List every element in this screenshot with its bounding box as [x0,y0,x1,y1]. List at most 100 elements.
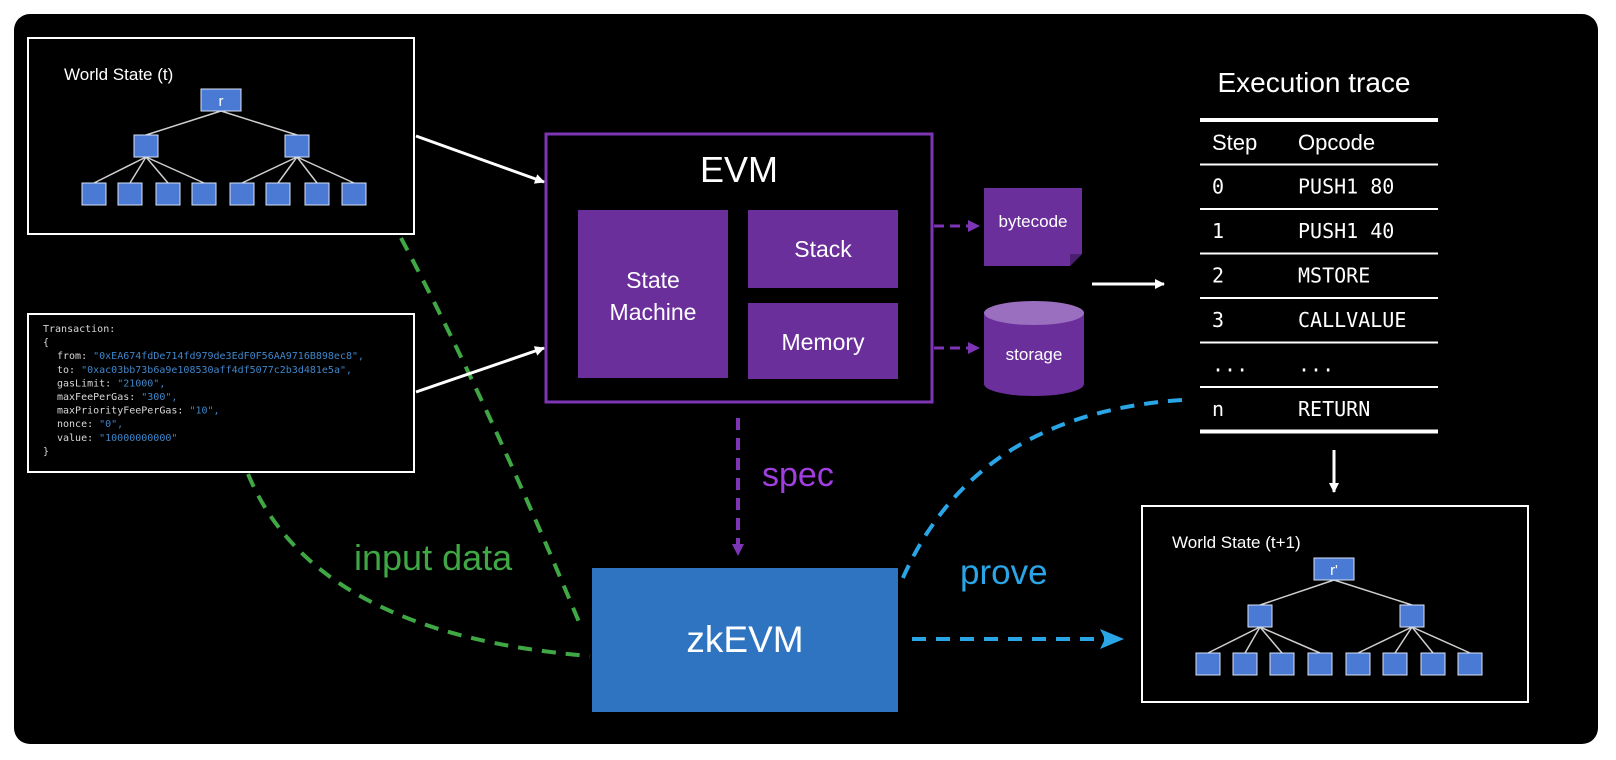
stack-box: Stack [748,210,898,288]
transaction-field-key: to: [57,365,75,376]
trace-opcode-cell: RETURN [1298,397,1370,421]
stack-label: Stack [794,236,852,262]
transaction-field-key: maxFeePerGas: [57,392,135,403]
world-state-t-tree-edge [277,156,298,184]
world-state-t-leaf-node [191,182,217,206]
trace-step-cell: ... [1212,353,1248,377]
spec-label: spec [762,456,834,494]
trace-step-cell: 2 [1212,264,1224,288]
transaction-field-key: nonce: [57,419,93,430]
world-state-t1-tree-edge [1207,626,1261,654]
transaction-to-evm-arrow [415,346,545,394]
trace-opcode-cell: CALLVALUE [1298,308,1406,332]
evm-block: EVM State Machine Stack Memory [544,132,934,404]
state-machine-box: State Machine [578,210,728,378]
world-state-t-leaf-node [265,182,291,206]
trace-step-cell: 0 [1212,175,1224,199]
prove-label: prove [960,553,1048,592]
world-state-t-tree-edge [220,110,298,136]
trace-opcode-cell: MSTORE [1298,264,1370,288]
trace-header-opcode: Opcode [1298,130,1375,155]
world-state-t1-leaf-node [1269,652,1295,676]
memory-label: Memory [781,329,865,355]
world-state-t-leaf-node [341,182,367,206]
transaction-field-key: value: [57,433,93,444]
zkevm-box: zkEVM [592,568,898,712]
world-state-t1-leaf-node [1345,652,1371,676]
transaction-json: Transaction: { from: "0xEA674fdDe714fd979de… [43,324,364,457]
world-state-t-tree-edge [129,156,147,184]
world-state-t1-tree-edge [1244,626,1261,654]
transaction-field-value: "0", [99,419,123,430]
world-state-t1-merkle-tree: r' [1195,557,1483,676]
trace-step-cell: 3 [1212,308,1224,332]
world-state-t-tree-edge [145,110,222,136]
input-data-label: input data [354,537,513,578]
trace-opcode-cell: PUSH1 40 [1298,219,1394,243]
transaction-title: Transaction: [43,324,115,335]
world-state-t1-tree-edge [1333,579,1413,606]
world-state-t1-root-label: r' [1330,562,1338,579]
world-state-t-tree-edge [145,156,169,184]
trace-step-cell: 1 [1212,219,1224,243]
world-state-t1-leaf-node [1307,652,1333,676]
world-state-t1-internal-node [1247,604,1273,628]
memory-box: Memory [748,303,898,379]
execution-trace-title: Execution trace [1218,67,1411,98]
transaction-field-value: "10", [189,406,219,417]
world-state-t1-tree-edge [1357,626,1413,654]
world-state-t1-title: World State (t+1) [1172,533,1301,552]
world-state-t1-tree-edge [1394,626,1413,654]
input-data-line-from-transaction [246,473,591,658]
world-state-t-tree-edge [296,156,318,184]
transaction-field-value: "300", [141,392,177,403]
world-state-t1-tree-edge [1411,626,1471,654]
transaction-field-value: "0xac03bb73b6a9e108530aff4df5077c2b3d481… [81,365,352,376]
world-state-t-title: World State (t) [64,65,173,84]
transaction-field-value: "0xEA674fdDe714fd979de3EdF0F56AA9716B898… [93,351,364,362]
world-state-t-tree-edge [145,156,205,184]
trace-step-cell: n [1212,397,1224,421]
state-machine-label-line2: Machine [610,299,697,325]
transaction-field-key: gasLimit: [57,378,111,389]
world-state-t-root-label: r [219,93,224,110]
world-state-t-panel: World State (t) r [27,37,415,235]
zkevm-label: zkEVM [686,619,803,660]
world-state-t1-leaf-node [1232,652,1258,676]
storage-label: storage [1006,345,1063,364]
transaction-field-key: from: [57,351,87,362]
diagram-canvas: World State (t) r Transaction: { from: "0xE… [14,14,1598,744]
world-state-t1-internal-node [1399,604,1425,628]
world-state-t-tree-edge [241,156,298,184]
bytecode-label: bytecode [999,212,1068,231]
transaction-close-brace: } [43,446,49,457]
transaction-open-brace: { [43,338,49,349]
bytecode-document: bytecode [984,188,1082,266]
world-state-t1-tree-edge [1259,626,1321,654]
world-state-t1-tree-edge [1259,626,1283,654]
world-state-t-root-node [200,88,242,112]
world-state-t-leaf-node [155,182,181,206]
world-state-t1-leaf-node [1195,652,1221,676]
world-state-t-tree-edge [93,156,147,184]
prove-line-from-trace [900,398,1183,581]
world-state-t-merkle-tree: r [81,88,367,206]
world-state-t1-leaf-node [1420,652,1446,676]
transaction-field-key: maxPriorityFeePerGas: [57,406,183,417]
world-state-t-tree-edge [296,156,355,184]
world-state-t1-leaf-node [1457,652,1483,676]
zkevm-diagram: World State (t) r Transaction: { from: "0xE… [27,37,1529,712]
state-machine-label-line1: State [626,267,680,293]
world-state-t1-tree-edge [1411,626,1434,654]
input-data-line-from-world-state [399,237,581,623]
world-state-t-internal-node [133,134,159,158]
world-state-t1-tree-edge [1259,579,1335,606]
storage-cylinder: storage [984,301,1084,396]
world-state-t-leaf-node [304,182,330,206]
world-state-t-leaf-node [117,182,143,206]
trace-header-step: Step [1212,130,1257,155]
transaction-field-value: "10000000000" [99,433,177,444]
world-state-t-internal-node [284,134,310,158]
trace-opcode-cell: ... [1298,353,1334,377]
